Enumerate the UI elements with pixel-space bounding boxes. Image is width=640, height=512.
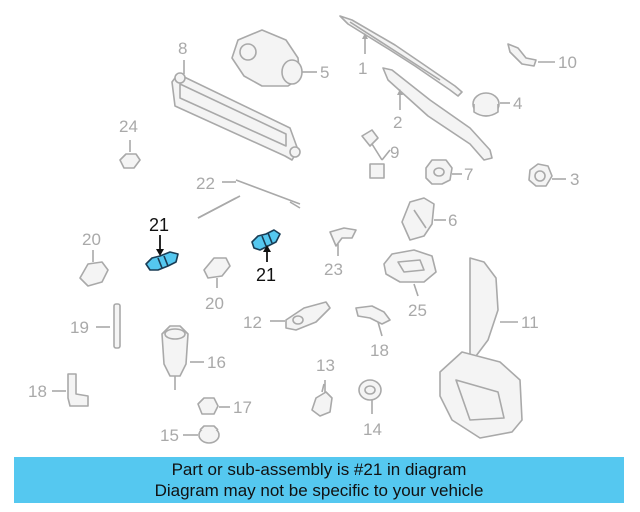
callout-10: 10 (558, 53, 577, 72)
callout-25: 25 (408, 301, 427, 320)
callout-21-right: 21 (256, 265, 276, 285)
bracket-part-25[interactable] (383, 249, 437, 283)
cap-part-4[interactable] (472, 92, 500, 117)
callout-15: 15 (160, 426, 179, 445)
callout-22: 22 (196, 174, 215, 193)
callout-17: 17 (233, 398, 252, 417)
callout-2: 2 (393, 113, 402, 132)
callout-12: 12 (243, 313, 262, 332)
grommet-part-14[interactable] (358, 379, 382, 401)
leader-18b (377, 321, 383, 337)
info-banner: Part or sub-assembly is #21 in diagram D… (14, 457, 624, 503)
banner-line-1: Part or sub-assembly is #21 in diagram (171, 460, 467, 479)
grommet-part-24[interactable] (119, 153, 141, 169)
elbow-connector-part-18[interactable] (67, 373, 89, 407)
nozzle-part-20b[interactable] (203, 257, 231, 279)
washer-pump-part-16[interactable] (161, 325, 189, 390)
wiper-motor-part-5[interactable] (231, 29, 303, 87)
t-connector-part-23[interactable] (329, 227, 357, 247)
wiper-linkage-part-8[interactable] (171, 72, 301, 161)
washer-reservoir-part-11[interactable] (439, 257, 523, 439)
callout-19: 19 (70, 318, 89, 337)
wiper-arm-part-2[interactable] (382, 67, 493, 161)
connector-part-18b[interactable] (355, 305, 391, 325)
plug-part-15[interactable] (198, 425, 220, 444)
hose-part-22[interactable] (197, 179, 301, 219)
rod-part-19[interactable] (113, 303, 121, 349)
nozzle-part-13[interactable] (311, 383, 333, 417)
banner-line-2: Diagram may not be specific to your vehi… (154, 481, 484, 500)
callout-6: 6 (448, 211, 457, 230)
gasket-part-12[interactable] (285, 301, 331, 331)
callout-5: 5 (320, 63, 329, 82)
connector-part-21-right[interactable] (251, 229, 281, 251)
callout-18b: 18 (370, 341, 389, 360)
callout-20b: 20 (205, 294, 224, 313)
callout-18a: 18 (28, 382, 47, 401)
connector-part-21-left[interactable] (145, 251, 179, 271)
wiper-blade-part-1[interactable] (339, 15, 463, 97)
callout-8: 8 (178, 39, 187, 58)
nut-part-3[interactable] (528, 163, 553, 187)
grommet-part-17[interactable] (197, 397, 219, 415)
callout-11: 11 (521, 313, 539, 332)
callout-9: 9 (390, 143, 399, 162)
bolt-part-9[interactable] (361, 129, 385, 179)
callout-1: 1 (358, 59, 367, 78)
callout-7: 7 (464, 165, 473, 184)
clip-part-10[interactable] (507, 43, 537, 67)
grommet-part-7[interactable] (425, 159, 453, 185)
callout-21-left: 21 (149, 215, 169, 235)
leader-9 (371, 143, 391, 161)
callout-14: 14 (363, 420, 382, 439)
bracket-part-6[interactable] (401, 197, 435, 241)
leader-25 (413, 283, 419, 297)
callout-4: 4 (513, 94, 522, 113)
callout-16: 16 (207, 353, 226, 372)
callout-23: 23 (324, 260, 343, 279)
callout-24: 24 (119, 117, 138, 136)
callout-20a: 20 (82, 230, 101, 249)
nozzle-part-20[interactable] (79, 261, 109, 287)
callout-13: 13 (316, 356, 335, 375)
callout-3: 3 (570, 170, 579, 189)
